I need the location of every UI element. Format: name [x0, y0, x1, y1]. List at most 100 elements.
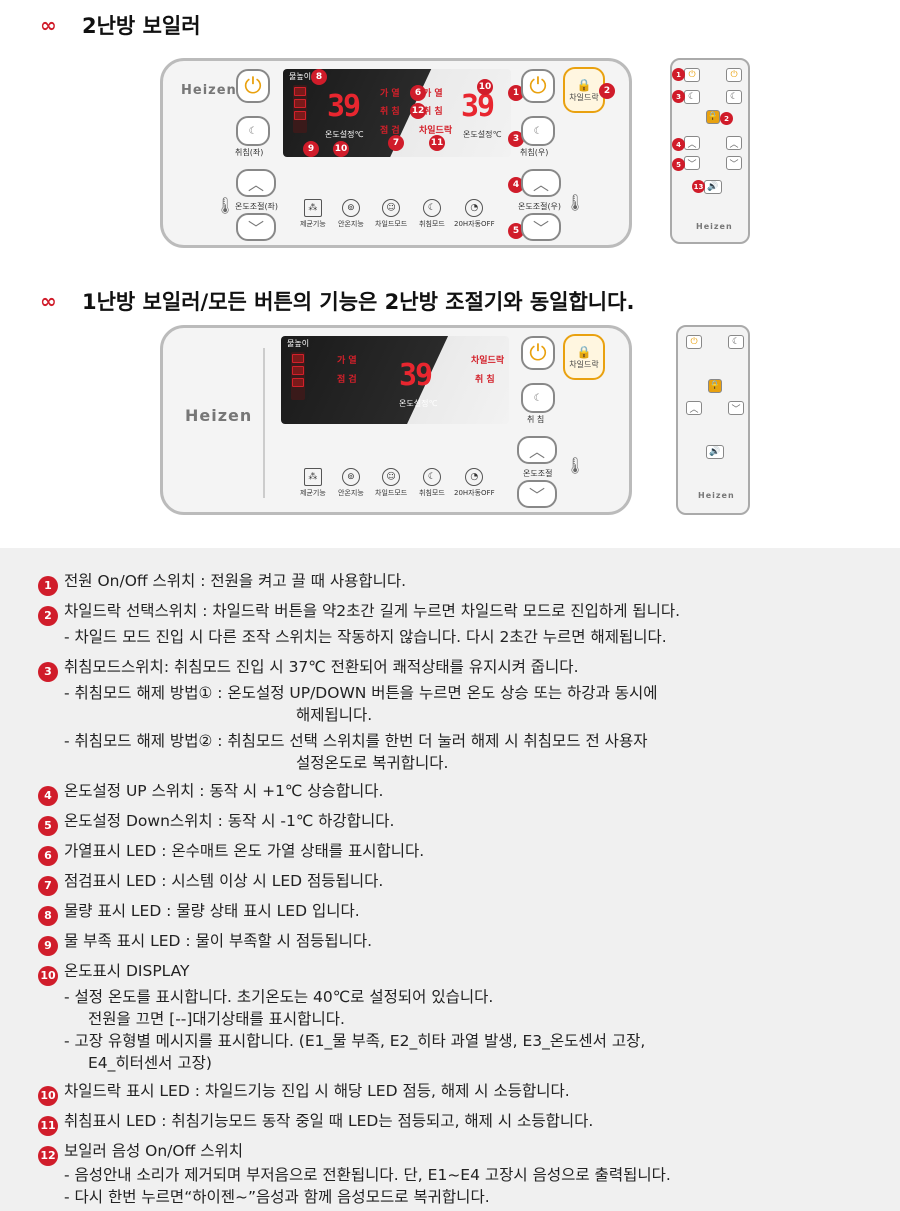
sleep-left-led-label: 취 침	[380, 107, 400, 117]
temp-display: 39	[399, 358, 433, 393]
remote-callout-2: 2	[720, 112, 733, 125]
remote-sleep[interactable]: ☾	[728, 335, 744, 349]
number-badge: 8	[38, 906, 58, 926]
remote-down-right[interactable]: ﹀	[726, 156, 742, 170]
remote-callout-13: 13	[692, 180, 705, 193]
childlock-button[interactable]: 🔒 차일드락	[563, 334, 605, 380]
remote-voice-button[interactable]: 🔊	[706, 445, 724, 459]
remote-voice-button[interactable]: 🔊	[704, 180, 722, 194]
remote-down[interactable]: ﹀	[728, 401, 744, 415]
remote-up-right[interactable]: ︿	[726, 136, 742, 150]
description-text: - 음성안내 소리가 제거되며 부저음으로 전환됩니다. 단, E1~E4 고장…	[64, 1166, 671, 1184]
remote-up[interactable]: ︿	[686, 401, 702, 415]
callout-9: 9	[303, 141, 319, 157]
number-badge: 1	[38, 576, 58, 596]
sleep-label: 취 침	[527, 415, 545, 424]
chevron-down-icon: ﹀	[528, 486, 545, 505]
remote-sleep-right[interactable]: ☾	[726, 90, 742, 104]
callout-11a: 11	[429, 135, 445, 151]
sleep-left-label: 취침(좌)	[235, 148, 264, 157]
sleep-button-left[interactable]: ☾	[236, 116, 270, 146]
chevron-down-icon: ﹀	[532, 219, 549, 238]
remote-callout-3: 3	[672, 90, 685, 103]
check-label: 점 검	[380, 126, 400, 136]
section2-heading: ∞ 1난방 보일러/모든 버튼의 기능은 2난방 조절기와 동일합니다.	[40, 286, 634, 316]
sleep-mode-icon-item: ☾취침모드	[419, 468, 445, 498]
heizen-logo-icon: ∞	[40, 13, 57, 37]
water-level-leds	[291, 352, 305, 400]
number-badge: 4	[38, 786, 58, 806]
description-text: 전원 On/Off 스위치 : 전원을 켜고 끌 때 사용합니다.	[64, 572, 407, 590]
display-screen: 물높이 가 열 점 검 39 온도설정℃ 차일드락 취 침	[281, 336, 509, 424]
brand-label: Heizen	[181, 83, 237, 98]
chevron-up-icon: ︿	[528, 442, 545, 461]
remote-down-left[interactable]: ﹀	[684, 156, 700, 170]
description-text: - 취침모드 해제 방법① : 온도설정 UP/DOWN 버튼을 누르면 온도 …	[64, 684, 658, 702]
description-text: 점검표시 LED : 시스템 이상 시 LED 점등됩니다.	[64, 872, 384, 890]
divider	[263, 348, 265, 498]
right-temp-display: 39	[461, 89, 495, 124]
description-text: 온도설정 UP 스위치 : 동작 시 +1℃ 상승합니다.	[64, 782, 384, 800]
remote-sleep-left[interactable]: ☾	[684, 90, 700, 104]
remote-brand: Heizen	[698, 491, 735, 500]
sleep-mode-icon-item: ☾취침모드	[419, 199, 445, 229]
remote-childlock[interactable]: 🔒	[708, 379, 722, 393]
temp-up-right-button[interactable]: ︿	[521, 169, 561, 197]
sterilize-icon-item: ⁂제균기능	[300, 468, 326, 498]
temp-down-button[interactable]: ﹀	[517, 480, 557, 508]
water-level-leds	[293, 85, 307, 133]
water-level-label: 물높이	[289, 72, 312, 81]
sleep-right-led-label: 취 침	[423, 107, 443, 117]
description-text: 취침표시 LED : 취침기능모드 동작 중일 때 LED는 점등되고, 해제 …	[64, 1112, 594, 1130]
brand-label: Heizen	[185, 406, 253, 425]
description-text: - 고장 유형별 메시지를 표시합니다. (E1_물 부족, E2_히타 과열 …	[64, 1032, 646, 1050]
temp-up-left-button[interactable]: ︿	[236, 169, 276, 197]
number-badge: 10	[38, 1086, 58, 1106]
power-button[interactable]: ⏻	[521, 336, 555, 370]
description-text: 차일드락 표시 LED : 차일드기능 진입 시 해당 LED 점등, 해제 시…	[64, 1082, 570, 1100]
temp-adjust-right-label: 온도조절(우)	[518, 202, 562, 211]
chevron-up-icon: ︿	[247, 175, 264, 194]
description-text: 가열표시 LED : 온수매트 온도 가열 상태를 표시합니다.	[64, 842, 425, 860]
child-mode-icon-item: ☺차일드모드	[375, 468, 407, 498]
description-line: 10 차일드락 표시 LED : 차일드기능 진입 시 해당 LED 점등, 해제…	[38, 1080, 570, 1106]
sleep-button[interactable]: ☾	[521, 383, 555, 413]
remote-power[interactable]: ⏻	[686, 335, 702, 349]
temp-down-right-button[interactable]: ﹀	[521, 213, 561, 241]
number-badge: 5	[38, 816, 58, 836]
callout-10a: 10	[333, 141, 349, 157]
power-button-right[interactable]: ⏻	[521, 69, 555, 103]
description-text: 보일러 음성 On/Off 스위치	[64, 1142, 243, 1160]
sleep-button-right[interactable]: ☾	[521, 116, 555, 146]
right-tempset-label: 온도설정℃	[463, 130, 502, 139]
description-background	[0, 548, 900, 1211]
auto-off-icon-item: ◔20H자동OFF	[454, 468, 495, 498]
remote-power-right[interactable]: ⏻	[726, 68, 742, 82]
left-tempset-label: 온도설정℃	[325, 130, 364, 139]
left-temp-display: 39	[327, 89, 361, 124]
sleep-led-label: 취 침	[475, 375, 495, 385]
description-line: 설정온도로 복귀합니다.	[296, 752, 448, 774]
description-line: E4_히터센서 고장)	[88, 1052, 212, 1074]
temp-down-left-button[interactable]: ﹀	[236, 213, 276, 241]
description-text: 취침모드스위치: 취침모드 진입 시 37℃ 전환되어 쾌적상태를 유지시켜 줍…	[64, 658, 579, 676]
childlock-led-label: 차일드락	[471, 356, 505, 366]
remote-power-left[interactable]: ⏻	[684, 68, 700, 82]
number-badge: 3	[38, 662, 58, 682]
remote-up-left[interactable]: ︿	[684, 136, 700, 150]
dual-zone-controller: Heizen ⏻ ☾ 취침(좌) 물높이 39 온도설정℃ 가 열 가 열 취 …	[160, 58, 632, 248]
callout-6: 6	[410, 85, 426, 101]
remote-childlock[interactable]: 🔒	[706, 110, 720, 124]
power-button-left[interactable]: ⏻	[236, 69, 270, 103]
description-text: - 설정 온도를 표시합니다. 초기온도는 40℃로 설정되어 있습니다.	[64, 988, 494, 1006]
temp-up-button[interactable]: ︿	[517, 436, 557, 464]
sleep-right-label: 취침(우)	[520, 148, 549, 157]
remote-callout-1: 1	[672, 68, 685, 81]
moon-icon: ☾	[533, 392, 543, 404]
section1-title: 2난방 보일러	[82, 14, 201, 38]
